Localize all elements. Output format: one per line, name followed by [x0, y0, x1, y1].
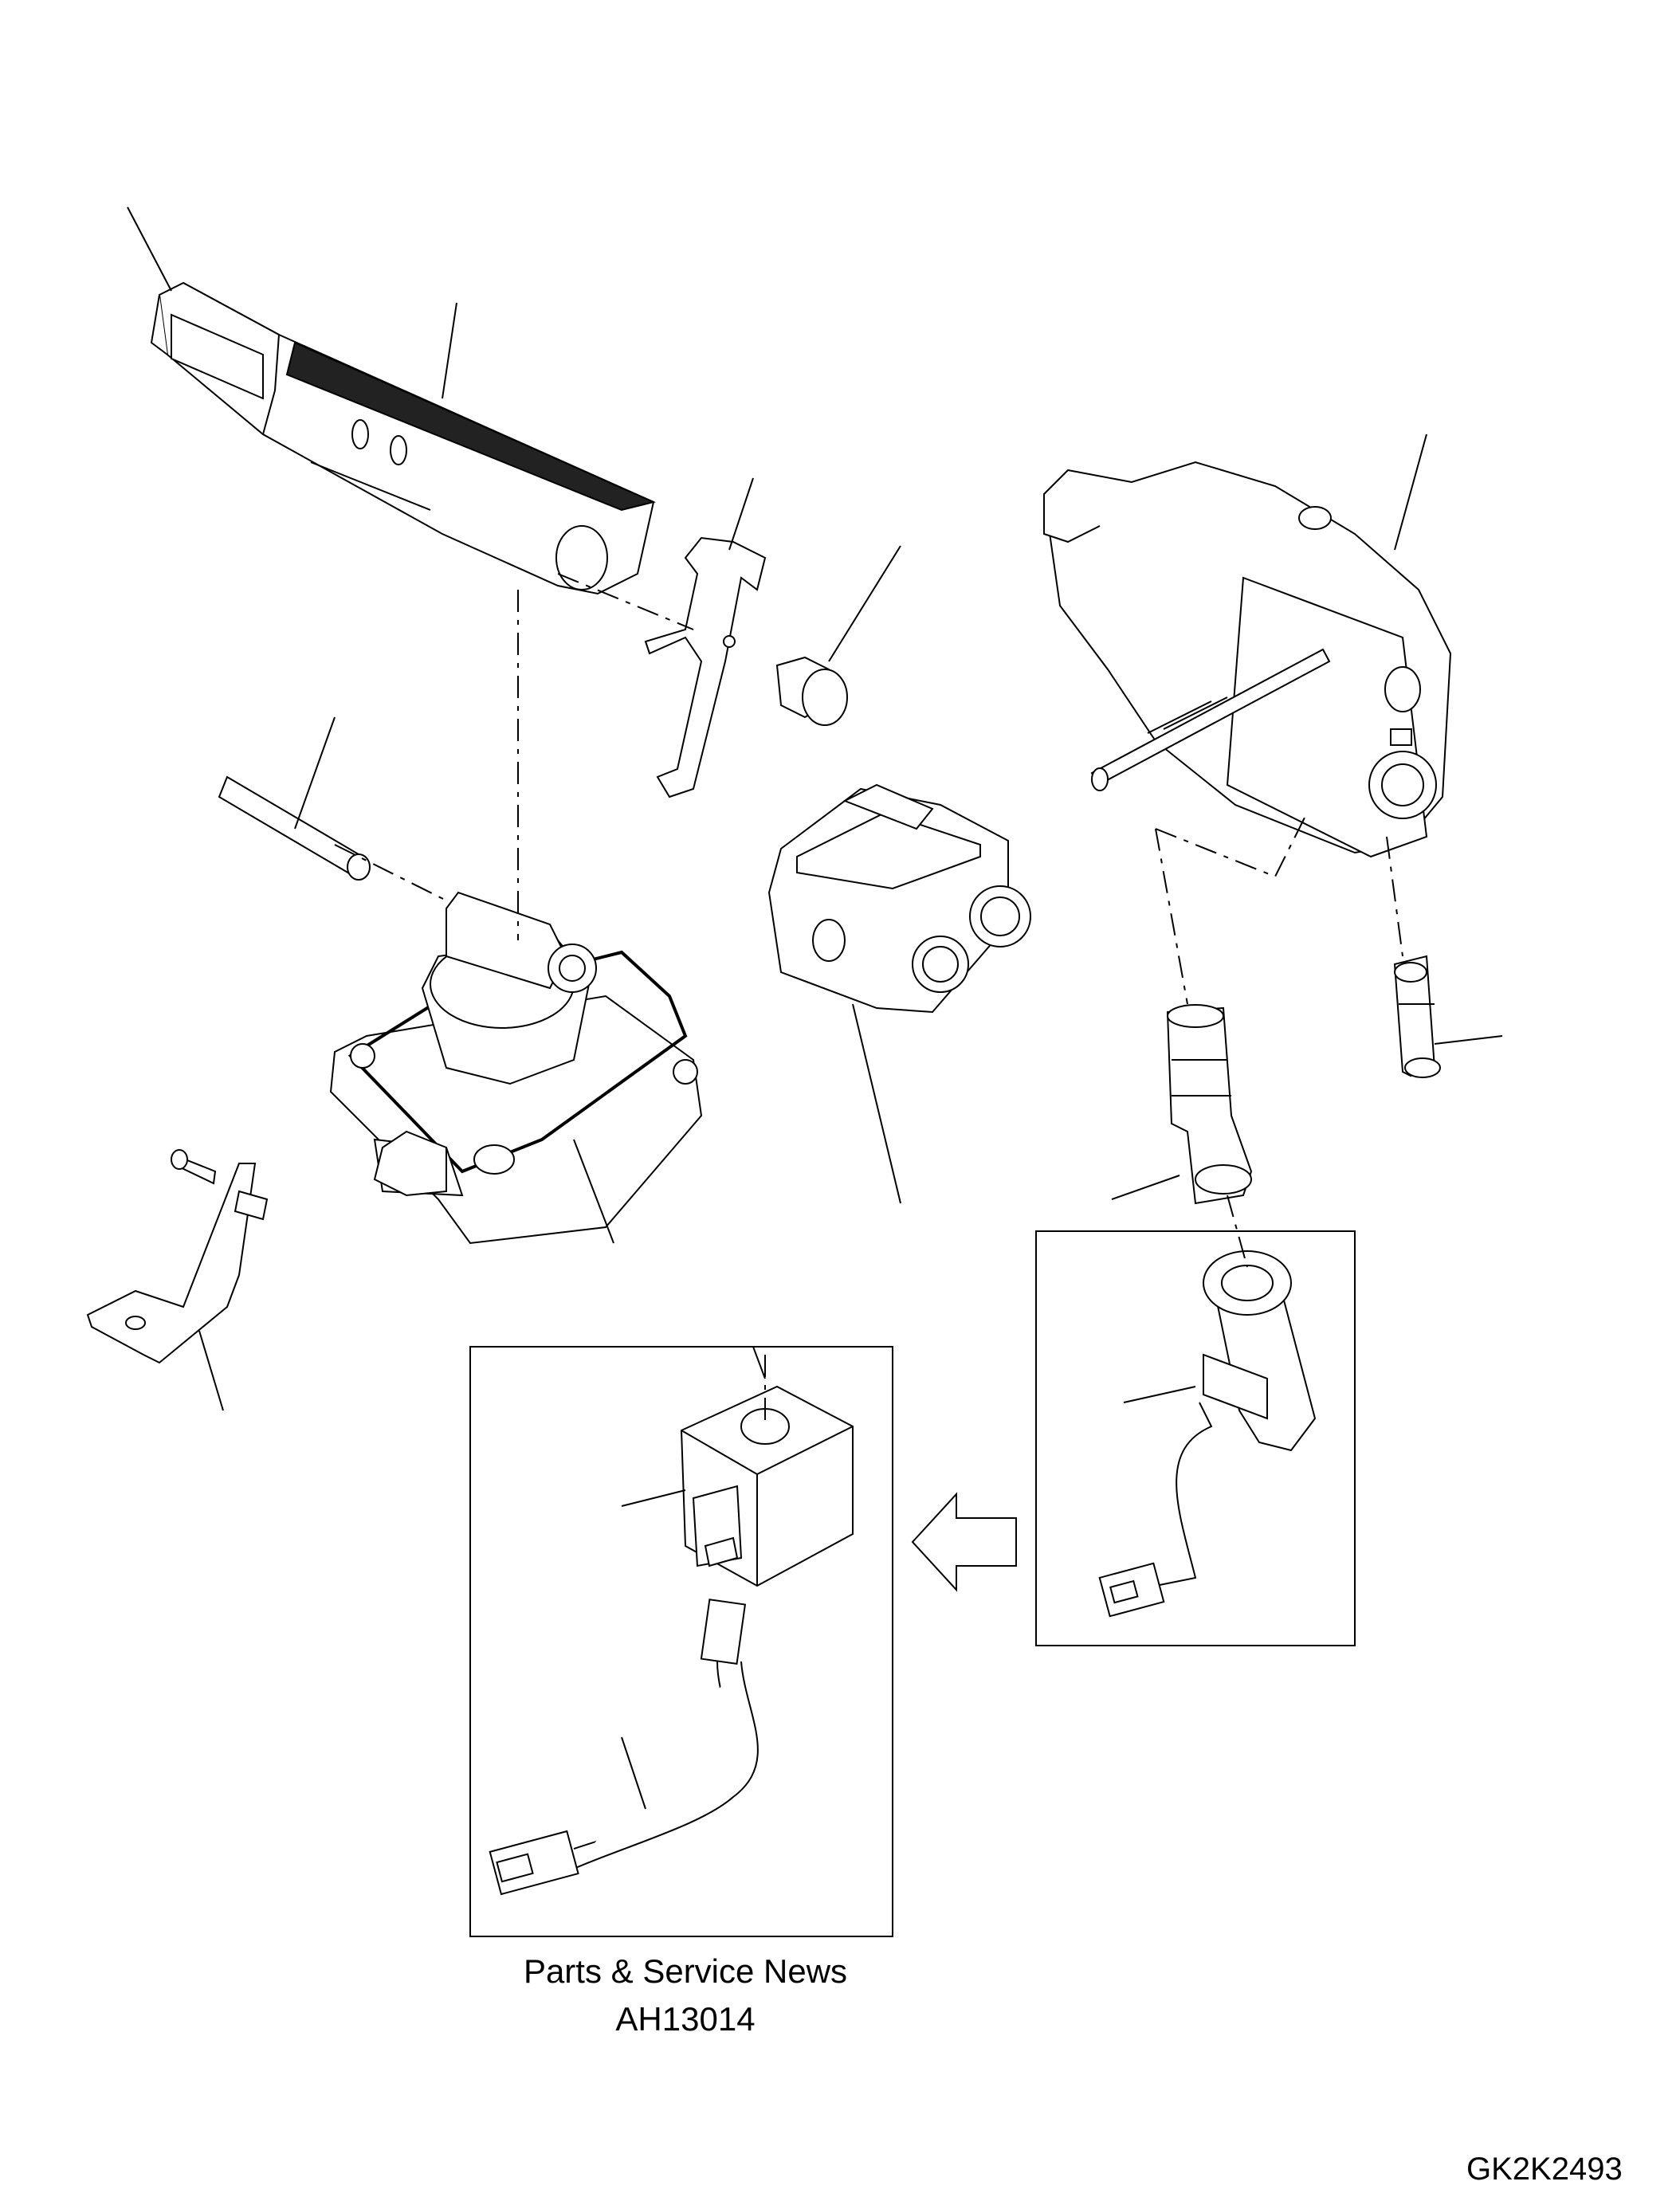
latch-bracket	[646, 538, 765, 797]
lever-handle	[151, 283, 654, 594]
main-valve	[1044, 462, 1450, 857]
leader-lines	[128, 207, 1502, 1809]
plug-small	[777, 657, 847, 725]
inset-box-new	[470, 1347, 893, 1936]
valve-cartridge	[1395, 956, 1440, 1077]
inset-code: AH13014	[615, 2000, 756, 2038]
solenoid-stem	[1168, 1005, 1251, 1203]
figure-code: GK2K2493	[1466, 2152, 1623, 2187]
arrow-left	[913, 1494, 1016, 1590]
pin	[219, 777, 370, 880]
mounting-bracket	[88, 1150, 267, 1363]
center-lines	[335, 574, 1403, 1426]
shuttle-valve-block	[769, 785, 1030, 1012]
inset-title: Parts & Service News	[523, 1952, 848, 1990]
valve-body	[331, 893, 701, 1243]
inset-box-old	[1036, 1231, 1355, 1646]
